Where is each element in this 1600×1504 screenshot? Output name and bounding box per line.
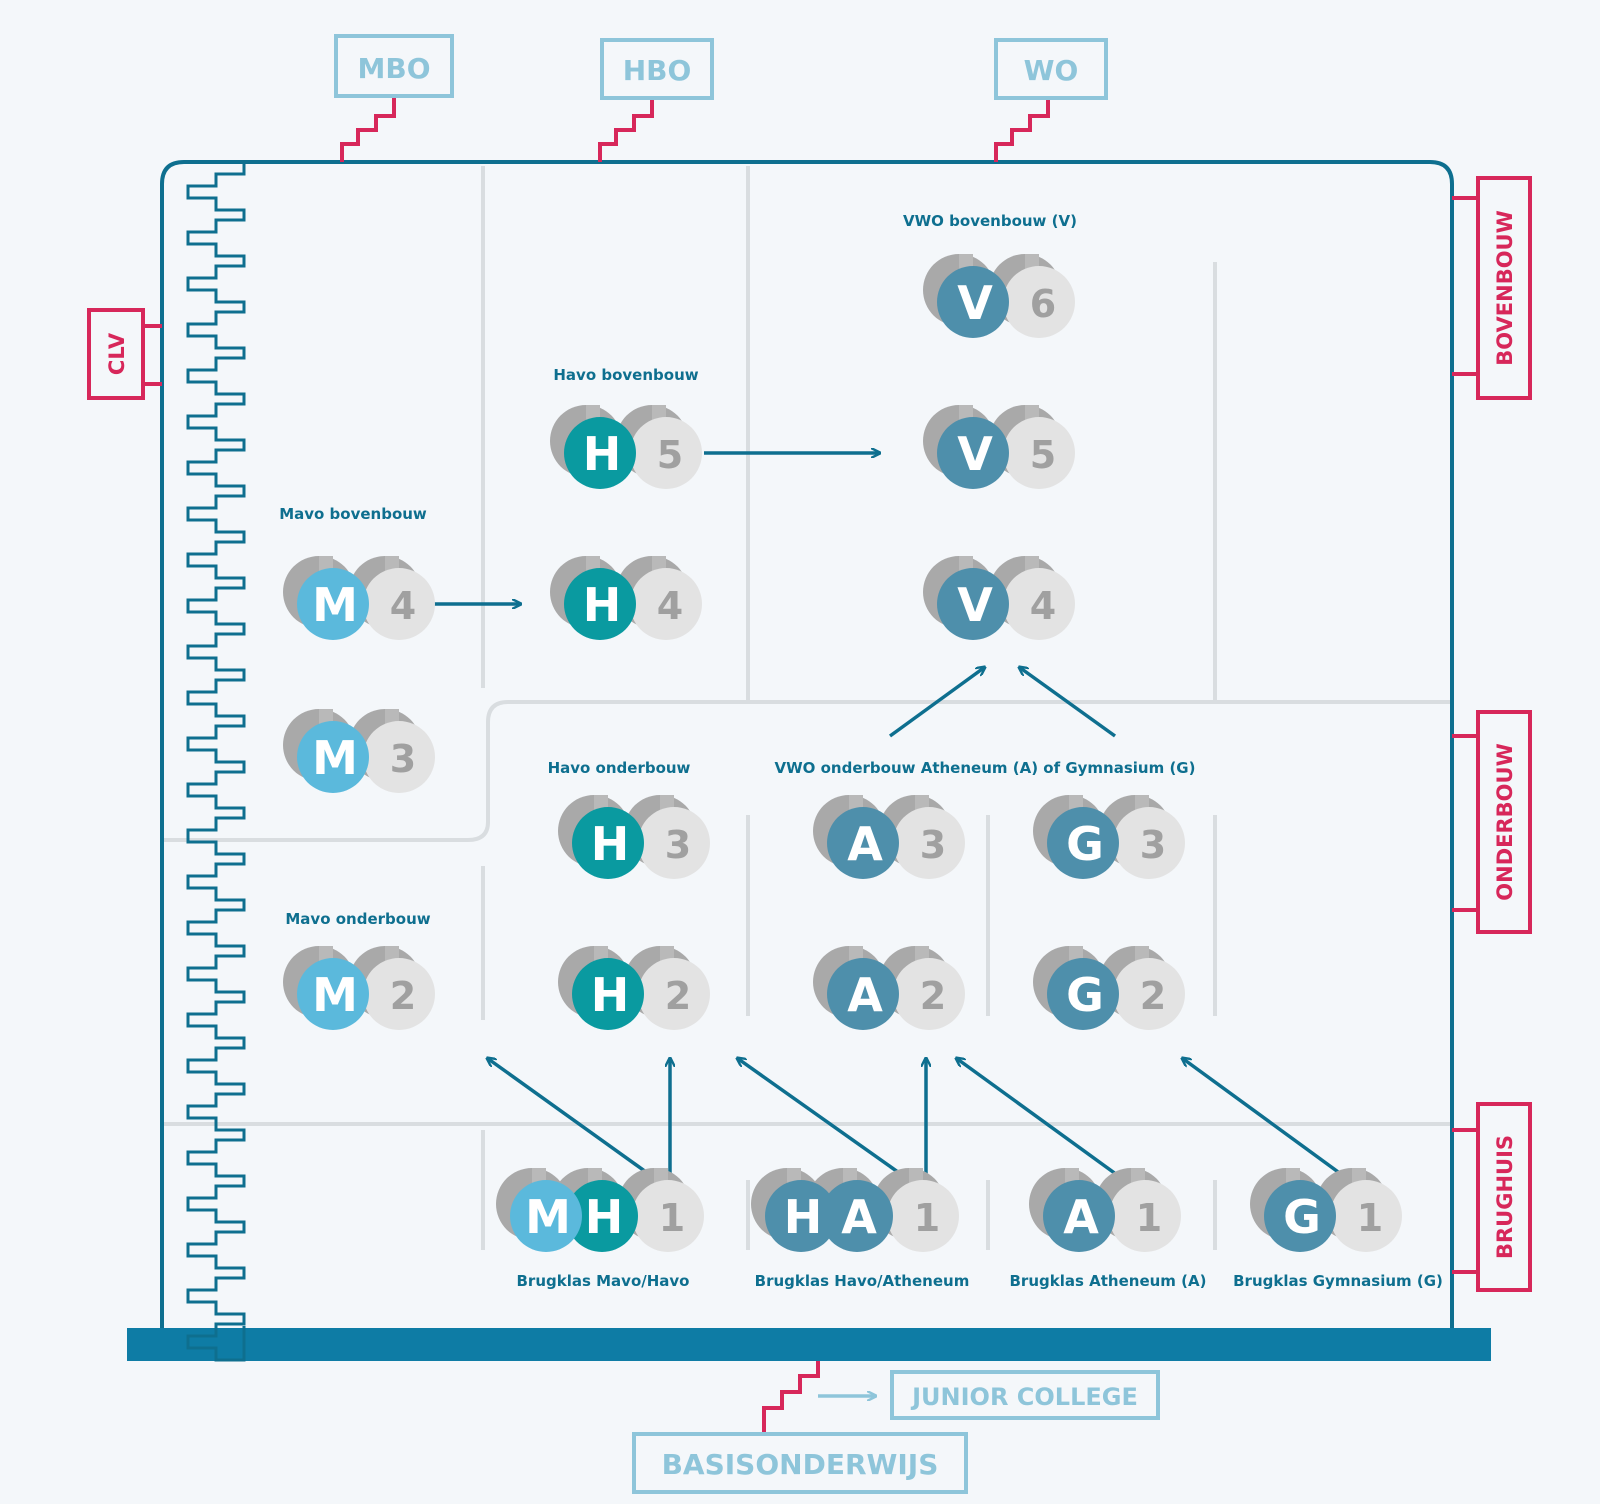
arrow-g1-to-g2 bbox=[1182, 1058, 1358, 1187]
heading-brugklas-gymnasium: Brugklas Gymnasium (G) bbox=[1233, 1272, 1443, 1290]
basisonderwijs-label: BASISONDERWIJS bbox=[662, 1448, 939, 1481]
outcome-hbo: HBO bbox=[598, 38, 714, 162]
heading-vwo-bovenbouw: VWO bovenbouw (V) bbox=[903, 212, 1077, 230]
token-letter: A bbox=[847, 968, 883, 1022]
token-level: 4 bbox=[657, 584, 683, 628]
token-level: 2 bbox=[1140, 974, 1166, 1018]
token-level: 1 bbox=[914, 1196, 940, 1240]
bovenbouw-label: BOVENBOUW bbox=[1493, 210, 1517, 366]
token-letter: H bbox=[591, 817, 630, 871]
heading-vwo-onderbouw: VWO onderbouw Atheneum (A) of Gymnasium … bbox=[775, 759, 1196, 777]
token-level: 3 bbox=[920, 823, 946, 867]
token-level: 1 bbox=[659, 1196, 685, 1240]
heading-havo-onderbouw: Havo onderbouw bbox=[548, 759, 691, 777]
arrow-g3-to-v4 bbox=[1019, 667, 1117, 738]
arrow-mh1-to-m2 bbox=[487, 1058, 662, 1184]
heading-mavo-bovenbouw: Mavo bovenbouw bbox=[279, 505, 427, 523]
brughuis-label: BRUGHUIS bbox=[1493, 1135, 1517, 1259]
arrow-a3-to-v4 bbox=[888, 667, 985, 738]
token-level: 2 bbox=[390, 974, 416, 1018]
token-letter: G bbox=[1066, 968, 1104, 1022]
token-level: 1 bbox=[1136, 1196, 1162, 1240]
token-letter: H bbox=[583, 578, 622, 632]
token-letter: A bbox=[1063, 1190, 1099, 1244]
outcome-basisonderwijs: JUNIOR COLLEGE BASISONDERWIJS bbox=[632, 1361, 1160, 1494]
side-label-bovenbouw: BOVENBOUW bbox=[1452, 176, 1532, 400]
outcome-wo: WO bbox=[994, 38, 1108, 162]
junior-college-label: JUNIOR COLLEGE bbox=[910, 1383, 1138, 1411]
token-letter: G bbox=[1066, 817, 1104, 871]
token-level: 4 bbox=[1030, 584, 1056, 628]
flow-arrows bbox=[434, 453, 1358, 1187]
token-level: 3 bbox=[1140, 823, 1166, 867]
token-level: 4 bbox=[390, 584, 416, 628]
side-label-clv: CLV bbox=[87, 308, 162, 400]
token-level: 2 bbox=[665, 974, 691, 1018]
side-label-brughuis: BRUGHUIS bbox=[1452, 1102, 1532, 1292]
token-letter: H bbox=[585, 1190, 624, 1244]
token-letter: V bbox=[957, 276, 993, 330]
wo-label: WO bbox=[1024, 54, 1079, 87]
arrow-ha1-to-h2 bbox=[737, 1058, 914, 1184]
onderbouw-label: ONDERBOUW bbox=[1493, 743, 1517, 900]
heading-mavo-onderbouw: Mavo onderbouw bbox=[285, 910, 430, 928]
token-letter: H bbox=[583, 427, 622, 481]
outcome-mbo: MBO bbox=[334, 34, 454, 162]
token-level: 1 bbox=[1357, 1196, 1383, 1240]
token-level: 3 bbox=[390, 737, 416, 781]
heading-brugklas-mavo-havo: Brugklas Mavo/Havo bbox=[516, 1272, 689, 1290]
token-letter: A bbox=[847, 817, 883, 871]
token-letter: A bbox=[841, 1190, 877, 1244]
token-letter: M bbox=[312, 968, 358, 1022]
token-letter: V bbox=[957, 578, 993, 632]
clv-label: CLV bbox=[105, 332, 129, 375]
hbo-label: HBO bbox=[623, 54, 692, 87]
arrow-a1-to-a2 bbox=[956, 1058, 1133, 1187]
token-level: 5 bbox=[657, 433, 683, 477]
token-letter: H bbox=[784, 1190, 823, 1244]
foundation-bar bbox=[127, 1328, 1491, 1361]
grid-dividers bbox=[162, 166, 1452, 1250]
side-label-onderbouw: ONDERBOUW bbox=[1452, 710, 1532, 934]
building-frame bbox=[160, 160, 1454, 1328]
token-letter: H bbox=[591, 968, 630, 1022]
token-level: 5 bbox=[1030, 433, 1056, 477]
heading-brugklas-havo-atheneum: Brugklas Havo/Atheneum bbox=[755, 1272, 970, 1290]
heading-brugklas-atheneum: Brugklas Atheneum (A) bbox=[1010, 1272, 1207, 1290]
token-letter: M bbox=[312, 731, 358, 785]
token-letter: V bbox=[957, 427, 993, 481]
mbo-label: MBO bbox=[357, 52, 430, 85]
token-letter: M bbox=[525, 1190, 571, 1244]
token-letter: M bbox=[312, 578, 358, 632]
clv-staircase-line bbox=[186, 164, 246, 1362]
token-level: 2 bbox=[920, 974, 946, 1018]
token-letter: G bbox=[1283, 1190, 1321, 1244]
token-level: 6 bbox=[1030, 282, 1056, 326]
heading-havo-bovenbouw: Havo bovenbouw bbox=[553, 366, 698, 384]
token-level: 3 bbox=[665, 823, 691, 867]
